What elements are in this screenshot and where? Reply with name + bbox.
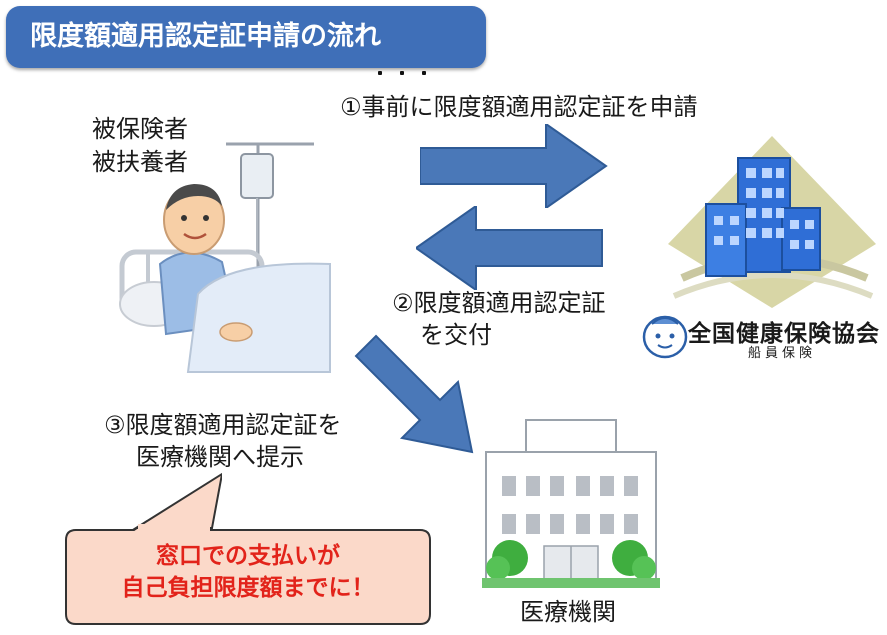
callout-line2: 自己負担限度額までに！ bbox=[121, 575, 375, 601]
callout-bubble bbox=[65, 520, 431, 625]
mascot-icon bbox=[642, 315, 688, 359]
step3-label-line2: 医療機関へ提示 bbox=[136, 443, 304, 471]
step2-label-line1: ②限度額適用認定証 bbox=[392, 289, 606, 317]
association-name: 全国健康保険協会 bbox=[688, 321, 880, 347]
callout-line1: 窓口での支払いが bbox=[156, 543, 340, 569]
title-banner: 限度額適用認定証申請の流れ bbox=[6, 6, 486, 68]
step3-label-line1: ③限度額適用認定証を bbox=[104, 411, 342, 439]
hospital-label: 医療機関 bbox=[520, 598, 616, 626]
association-building-illustration bbox=[668, 136, 876, 308]
association-subname: 船員保険 bbox=[748, 346, 817, 361]
step1-label: ①事前に限度額適用認定証を申請 bbox=[340, 93, 698, 121]
patient-label-dependent: 被扶養者 bbox=[92, 148, 188, 176]
dots-decoration bbox=[378, 60, 448, 80]
hospital-building-illustration bbox=[482, 419, 660, 588]
arrow-present bbox=[354, 334, 474, 454]
arrow-apply bbox=[420, 124, 608, 208]
patient-in-bed-illustration bbox=[119, 142, 331, 373]
callout-pointer bbox=[132, 472, 222, 532]
page-title: 限度額適用認定証申請の流れ bbox=[30, 21, 381, 52]
arrow-issue bbox=[416, 206, 603, 290]
patient-label-insured: 被保険者 bbox=[92, 115, 188, 143]
callout-message: 窓口での支払いが 自己負担限度額までに！ bbox=[62, 540, 434, 604]
step2-label-line2: を交付 bbox=[420, 321, 492, 349]
